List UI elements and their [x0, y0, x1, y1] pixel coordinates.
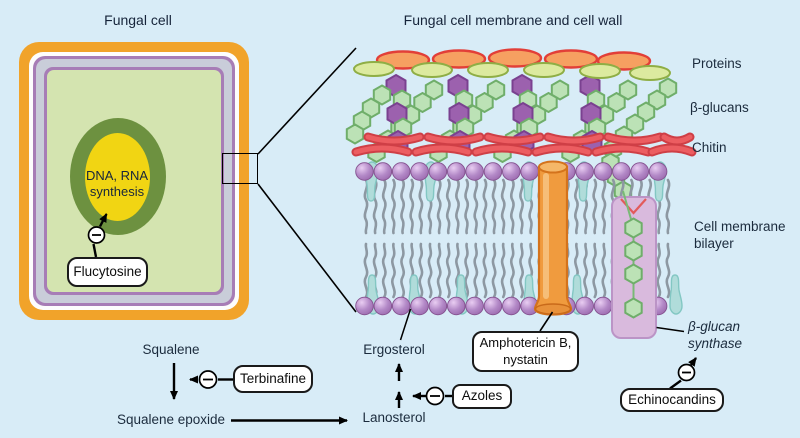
- terbinafine-box: Terbinafine: [233, 365, 313, 393]
- zoom-region-marker: [222, 153, 258, 184]
- label-lanosterol: Lanosterol: [362, 410, 426, 425]
- label-squalene-epoxide: Squalene epoxide: [116, 412, 226, 427]
- zoom-connector-lines: [257, 47, 357, 313]
- label-ergosterol: Ergosterol: [363, 342, 425, 357]
- chitin-layer: [351, 132, 697, 157]
- label-chitin: Chitin: [692, 140, 727, 155]
- nucleolus: [85, 133, 150, 221]
- label-cell-membrane-bilayer: Cell membrane bilayer: [694, 219, 786, 251]
- echinocandins-inhibition-icon: [677, 363, 696, 382]
- echinocandins-box: Echinocandins: [620, 388, 724, 412]
- label-proteins: Proteins: [692, 56, 742, 71]
- nucleus-label: DNA, RNA synthesis: [85, 168, 149, 199]
- protein-ellipses: [353, 48, 671, 81]
- beta-glucan-synthase: [611, 190, 657, 339]
- label-beta-glucan-synthase: β-glucan synthase: [688, 319, 743, 351]
- phospholipid-heads: [355, 162, 668, 316]
- membrane-pore: [533, 160, 573, 316]
- left-panel-title: Fungal cell: [104, 12, 172, 28]
- azoles-inhibition-icon: [425, 386, 445, 406]
- label-beta-glucans: β-glucans: [690, 100, 749, 115]
- label-squalene: Squalene: [142, 342, 200, 357]
- terbinafine-inhibition-icon: [198, 370, 218, 389]
- beta-glucan-chains: [345, 73, 678, 202]
- amphotericin-nystatin-box: Amphotericin B, nystatin: [472, 331, 579, 372]
- ergosterol-molecules: [365, 161, 683, 315]
- right-panel-title: Fungal cell membrane and cell wall: [403, 12, 623, 28]
- flucytosine-box: Flucytosine: [67, 257, 148, 287]
- azoles-box: Azoles: [452, 384, 512, 409]
- phospholipid-tails: [363, 178, 671, 299]
